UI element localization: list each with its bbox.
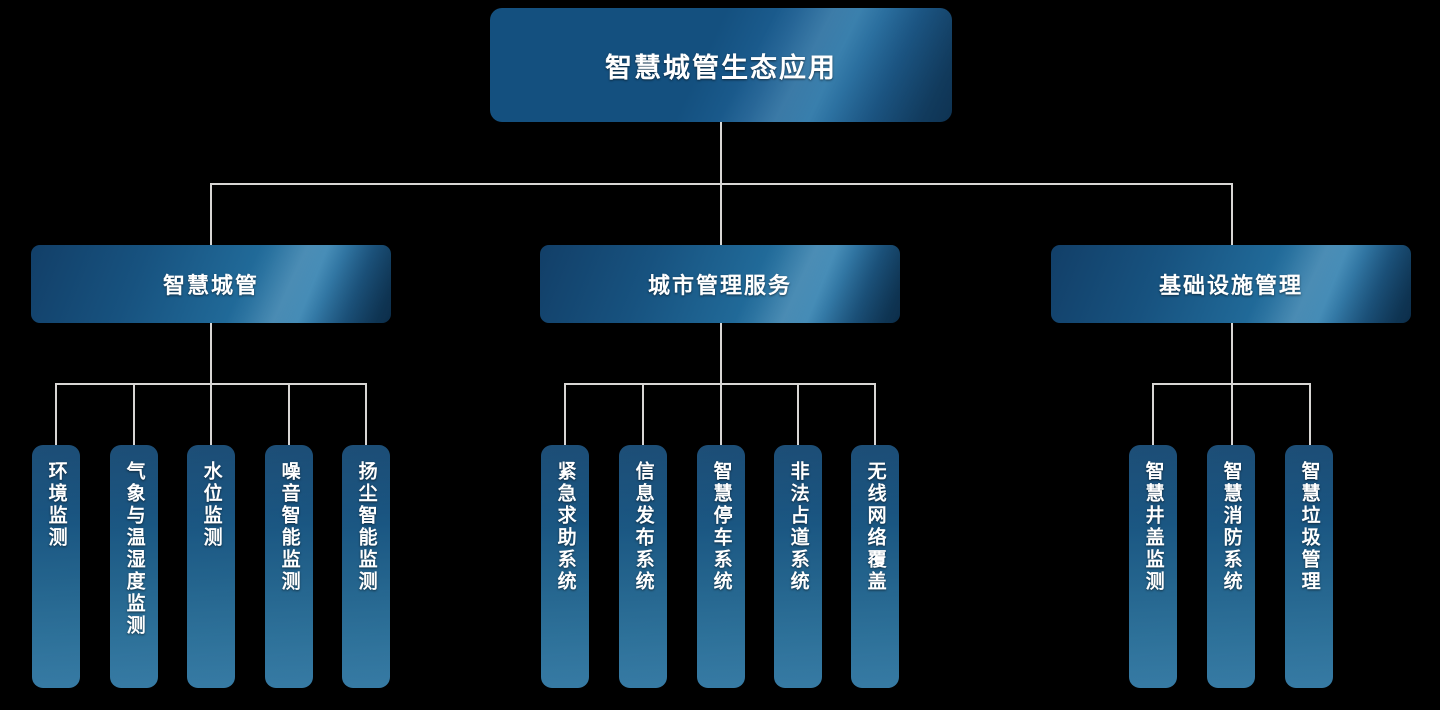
leaf-node-1-5[interactable]: 扬尘智能监测 [342, 445, 390, 688]
connector-leaf-drop-2-2 [642, 383, 644, 445]
connector-branch-1-stem [210, 323, 212, 383]
connector-branch-drop-2 [720, 183, 722, 245]
connector-leaf-drop-3-1 [1152, 383, 1154, 445]
root-node[interactable]: 智慧城管生态应用 [490, 8, 952, 122]
branch-node-2-label: 城市管理服务 [647, 273, 792, 298]
leaf-node-1-4[interactable]: 噪音智能监测 [265, 445, 313, 688]
connector-leaf-drop-2-3 [720, 383, 722, 445]
leaf-node-3-2[interactable]: 智慧消防系统 [1207, 445, 1255, 688]
leaf-node-1-4-label: 噪音智能监测 [278, 461, 300, 593]
leaf-node-2-2-label: 信息发布系统 [632, 461, 654, 593]
leaf-node-1-5-label: 扬尘智能监测 [355, 461, 377, 593]
leaf-node-3-1[interactable]: 智慧井盖监测 [1129, 445, 1177, 688]
connector-leaf-drop-1-3 [210, 383, 212, 445]
connector-leaf-drop-1-2 [133, 383, 135, 445]
leaf-node-3-3[interactable]: 智慧垃圾管理 [1285, 445, 1333, 688]
branch-node-2[interactable]: 城市管理服务 [540, 245, 900, 323]
leaf-node-1-1-label: 环境监测 [45, 461, 67, 549]
leaf-node-2-4[interactable]: 非法占道系统 [774, 445, 822, 688]
branch-node-1[interactable]: 智慧城管 [31, 245, 391, 323]
root-node-label: 智慧城管生态应用 [605, 52, 837, 83]
connector-leaf-drop-1-5 [365, 383, 367, 445]
leaf-node-1-2[interactable]: 气象与温湿度监测 [110, 445, 158, 688]
leaf-node-1-3[interactable]: 水位监测 [187, 445, 235, 688]
branch-node-1-label: 智慧城管 [162, 273, 259, 298]
connector-branch-2-stem [720, 323, 722, 383]
leaf-node-1-1[interactable]: 环境监测 [32, 445, 80, 688]
connector-leaf-drop-3-3 [1309, 383, 1311, 445]
connector-branch-3-stem [1231, 323, 1233, 383]
connector-branch-drop-3 [1231, 183, 1233, 245]
leaf-node-2-2[interactable]: 信息发布系统 [619, 445, 667, 688]
connector-root-stem [720, 122, 722, 183]
connector-leaf-drop-3-2 [1231, 383, 1233, 445]
leaf-node-3-1-label: 智慧井盖监测 [1142, 461, 1164, 593]
leaf-node-1-2-label: 气象与温湿度监测 [123, 461, 145, 637]
branch-node-3-label: 基础设施管理 [1158, 273, 1303, 298]
leaf-node-2-5-label: 无线网络覆盖 [864, 461, 886, 593]
connector-leaf-drop-1-1 [55, 383, 57, 445]
leaf-node-2-5[interactable]: 无线网络覆盖 [851, 445, 899, 688]
connector-branch-2-bus [564, 383, 875, 385]
connector-branch-drop-1 [210, 183, 212, 245]
leaf-node-2-1[interactable]: 紧急求助系统 [541, 445, 589, 688]
branch-node-3[interactable]: 基础设施管理 [1051, 245, 1411, 323]
connector-leaf-drop-2-5 [874, 383, 876, 445]
connector-leaf-drop-2-4 [797, 383, 799, 445]
leaf-node-3-3-label: 智慧垃圾管理 [1298, 461, 1320, 593]
connector-leaf-drop-2-1 [564, 383, 566, 445]
leaf-node-3-2-label: 智慧消防系统 [1220, 461, 1242, 593]
leaf-node-2-1-label: 紧急求助系统 [554, 461, 576, 593]
leaf-node-1-3-label: 水位监测 [200, 461, 222, 549]
leaf-node-2-4-label: 非法占道系统 [787, 461, 809, 593]
connector-leaf-drop-1-4 [288, 383, 290, 445]
leaf-node-2-3-label: 智慧停车系统 [710, 461, 732, 593]
leaf-node-2-3[interactable]: 智慧停车系统 [697, 445, 745, 688]
